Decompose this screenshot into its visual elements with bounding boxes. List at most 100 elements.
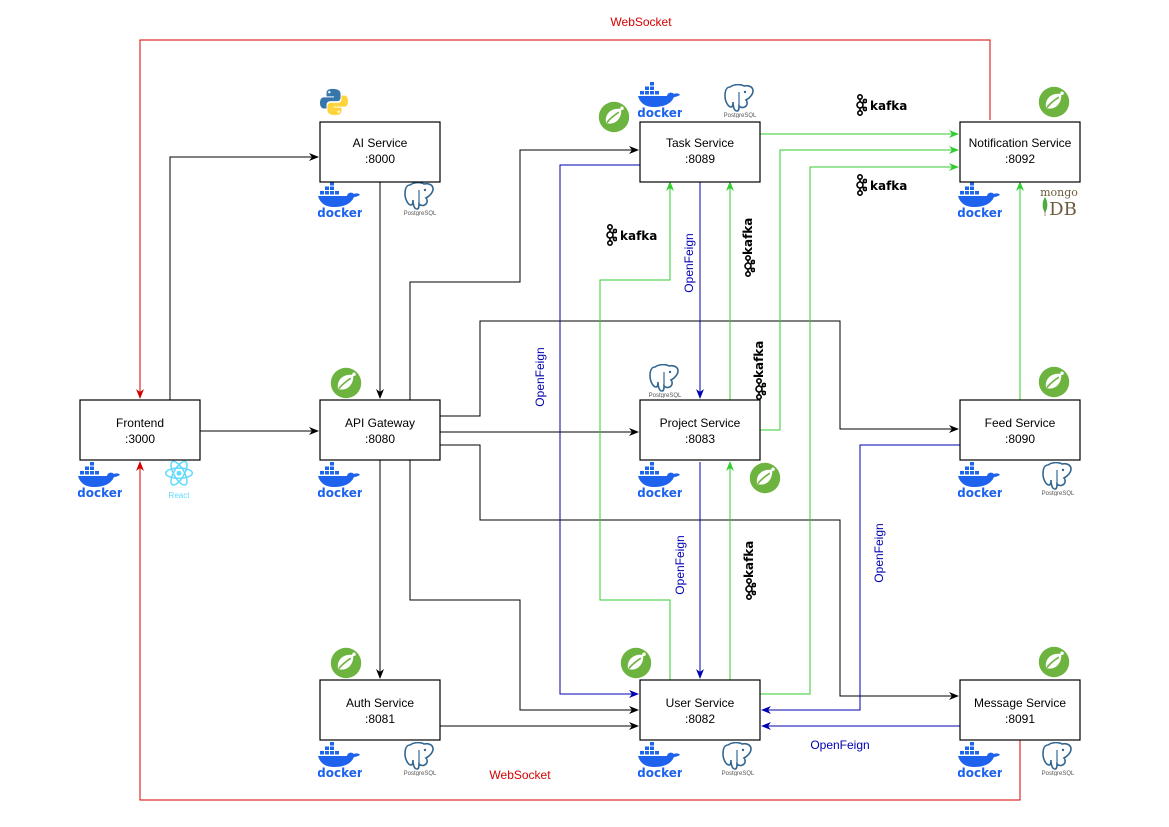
- svg-text:kafka: kafka: [620, 229, 657, 243]
- docker-icon: [958, 462, 1002, 498]
- svg-text::8081: :8081: [365, 712, 395, 726]
- kafka-icon: [745, 578, 756, 600]
- spring-icon: [1038, 646, 1070, 678]
- spring-icon: [620, 647, 652, 679]
- spring-icon: [330, 367, 362, 399]
- openfeign-edges: [559, 164, 960, 730]
- websocket-edge-message-frontend: [136, 461, 1021, 801]
- svg-text:kafka: kafka: [741, 218, 755, 255]
- spring-icon: [598, 101, 630, 133]
- node-api-gateway: API Gateway :8080: [319, 399, 441, 461]
- svg-text::8089: :8089: [685, 152, 715, 166]
- svg-text:kafka: kafka: [870, 179, 907, 193]
- postgres-icon: [402, 742, 438, 776]
- svg-text:Auth Service: Auth Service: [346, 696, 414, 710]
- mongodb-leaf-icon: [1042, 197, 1048, 216]
- node-ai-service: AI Service :8000: [319, 121, 441, 183]
- svg-text:kafka: kafka: [752, 341, 766, 378]
- spring-icon: [749, 462, 781, 494]
- svg-text:User Service: User Service: [666, 696, 735, 710]
- openfeign-label-left: OpenFeign: [533, 347, 547, 406]
- node-task-service: Task Service :8089: [639, 121, 761, 183]
- edge-gateway-task: [409, 146, 639, 400]
- mongodb-logo: mongo DB: [1040, 186, 1078, 220]
- openfeign-edge-feed-user: [761, 444, 960, 714]
- docker-icon: [638, 82, 682, 118]
- svg-text::8083: :8083: [685, 432, 715, 446]
- kafka-edge-user-task: [599, 181, 674, 680]
- node-message-service: Message Service :8091: [959, 679, 1081, 741]
- node-feed-service: Feed Service :8090: [959, 399, 1081, 461]
- kafka-icon: [856, 94, 867, 116]
- svg-text:API Gateway: API Gateway: [345, 416, 415, 430]
- svg-text:Message Service: Message Service: [974, 696, 1066, 710]
- kafka-logo-vertical-2: kafka: [752, 341, 766, 400]
- kafka-icon: [606, 224, 617, 246]
- kafka-logo-left: kafka: [606, 224, 657, 246]
- docker-icon: [318, 182, 362, 218]
- kafka-logo-top-1: kafka: [856, 94, 907, 116]
- docker-icon: [958, 742, 1002, 778]
- node-notification-service: Notification Service :8092: [959, 121, 1081, 183]
- svg-text:Frontend: Frontend: [116, 416, 164, 430]
- postgres-icon: [1040, 462, 1076, 496]
- svg-text:Project Service: Project Service: [660, 416, 741, 430]
- openfeign-edge-task-user: [559, 164, 640, 698]
- svg-text:mongo: mongo: [1040, 186, 1078, 199]
- edge-gateway-user: [409, 460, 639, 714]
- docker-icon: [318, 742, 362, 778]
- svg-text:kafka: kafka: [870, 99, 907, 113]
- react-logo: React: [164, 458, 194, 500]
- postgres-icon: [647, 364, 683, 398]
- svg-text::8082: :8082: [685, 712, 715, 726]
- kafka-edge-user-notification: [760, 163, 959, 695]
- node-frontend: Frontend :3000: [79, 399, 201, 461]
- docker-icon: [958, 182, 1002, 218]
- websocket-label-top: WebSocket: [610, 15, 672, 29]
- postgres-icon: [722, 84, 758, 118]
- kafka-icon: [744, 255, 755, 277]
- postgres-icon: [1040, 742, 1076, 776]
- svg-text::8091: :8091: [1005, 712, 1035, 726]
- openfeign-label-feed-user: OpenFeign: [872, 523, 886, 582]
- openfeign-label-project-user: OpenFeign: [673, 535, 687, 594]
- svg-text::8080: :8080: [365, 432, 395, 446]
- spring-icon: [1038, 366, 1070, 398]
- docker-icon: [638, 742, 682, 778]
- svg-text:DB: DB: [1049, 199, 1077, 220]
- kafka-icon: [856, 174, 867, 196]
- edge-frontend-ai: [169, 153, 319, 400]
- svg-text::8092: :8092: [1005, 152, 1035, 166]
- kafka-logo-vertical-1: kafka: [741, 218, 755, 277]
- python-icon: [320, 88, 348, 116]
- svg-text:Task Service: Task Service: [666, 136, 734, 150]
- spring-icon: [1038, 86, 1070, 118]
- svg-text:AI Service: AI Service: [353, 136, 408, 150]
- openfeign-label-message-user: OpenFeign: [810, 738, 869, 752]
- websocket-label-bottom: WebSocket: [489, 768, 551, 782]
- react-icon: [164, 458, 194, 489]
- node-auth-service: Auth Service :8081: [319, 679, 441, 741]
- edge-gateway-feed: [440, 320, 959, 433]
- kafka-edges: [599, 130, 1024, 695]
- svg-text:Notification Service: Notification Service: [969, 136, 1072, 150]
- postgres-icon: [720, 742, 756, 776]
- spring-icon: [330, 647, 362, 679]
- node-project-service: Project Service :8083: [639, 399, 761, 461]
- svg-text:Feed Service: Feed Service: [985, 416, 1056, 430]
- kafka-logo-top-2: kafka: [856, 174, 907, 196]
- svg-text:React: React: [169, 491, 191, 500]
- node-user-service: User Service :8082: [639, 679, 761, 741]
- websocket-edges: [136, 39, 1021, 801]
- svg-text::8000: :8000: [365, 152, 395, 166]
- docker-icon: [318, 462, 362, 498]
- kafka-icon: [755, 378, 766, 400]
- docker-icon: [78, 462, 122, 498]
- svg-text::3000: :3000: [125, 432, 155, 446]
- svg-text:kafka: kafka: [742, 541, 756, 578]
- http-edges: [169, 146, 959, 730]
- svg-text::8090: :8090: [1005, 432, 1035, 446]
- websocket-edge-notification-frontend: [136, 39, 991, 399]
- kafka-logo-vertical-3: kafka: [742, 541, 756, 600]
- docker-icon: [638, 462, 682, 498]
